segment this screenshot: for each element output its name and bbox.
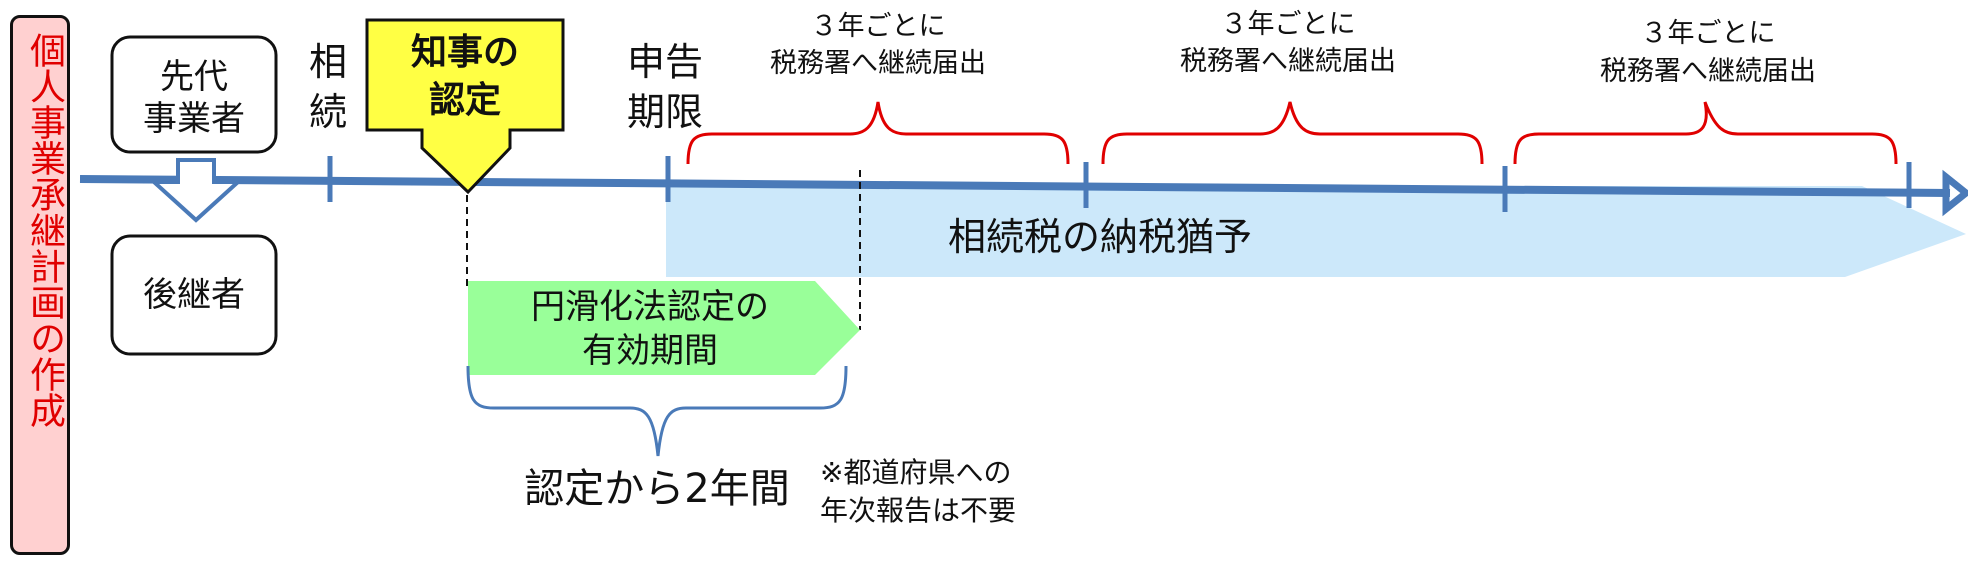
predecessor-line2: 事業者: [143, 99, 245, 139]
periodic-filing-3-brace: [1513, 101, 1898, 165]
predecessor-box: [110, 35, 278, 154]
certification-validity-line1: 円滑化法認定の: [531, 287, 769, 327]
annual-report-note-line2: 年次報告は不要: [820, 494, 1016, 527]
certification-validity-bar: [468, 281, 860, 375]
filing-deadline-line2: 期限: [627, 90, 703, 134]
periodic-filing-3-line2: 税務署へ継続届出: [1600, 56, 1816, 87]
periodic-filing-3-line1: ３年ごとに: [1641, 18, 1776, 49]
governor-certification-line1: 知事の: [411, 32, 519, 73]
tax-deferral-label: 相続税の納税猶予: [948, 215, 1252, 259]
tax-deferral-band: [666, 186, 1966, 277]
timeline-axis: [79, 175, 1951, 197]
business-succession-plan-panel: 個人事業承継計画の作成: [10, 15, 70, 555]
annual-report-note-line1: ※都道府県への: [820, 456, 1011, 489]
periodic-filing-1-brace: [686, 101, 1070, 165]
timeline-arrowhead: [1942, 169, 1968, 217]
successor-label: 後継者: [143, 275, 245, 315]
successor-box: [110, 234, 278, 356]
certification-validity-line2: 有効期間: [582, 331, 718, 371]
governor-certification-line2: 認定: [429, 80, 501, 121]
inheritance-line1: 相: [309, 40, 347, 84]
two-year-brace: [466, 365, 848, 457]
business-succession-plan-label: 個人事業承継計画の作成: [24, 32, 65, 428]
predecessor-line1: 先代: [160, 57, 228, 97]
periodic-filing-2-line2: 税務署へ継続届出: [1180, 46, 1396, 77]
periodic-filing-1-line1: ３年ごとに: [811, 11, 946, 42]
inheritance-line2: 続: [309, 90, 347, 134]
governor-certification-callout: [365, 18, 565, 195]
periodic-filing-2-brace: [1101, 101, 1484, 165]
handover-arrow-icon: [148, 158, 244, 223]
periodic-filing-1-line2: 税務署へ継続届出: [770, 48, 986, 79]
periodic-filing-2-line1: ３年ごとに: [1221, 9, 1356, 40]
filing-deadline-line1: 申告: [627, 40, 703, 84]
two-year-duration-label: 認定から2年間: [524, 466, 789, 512]
